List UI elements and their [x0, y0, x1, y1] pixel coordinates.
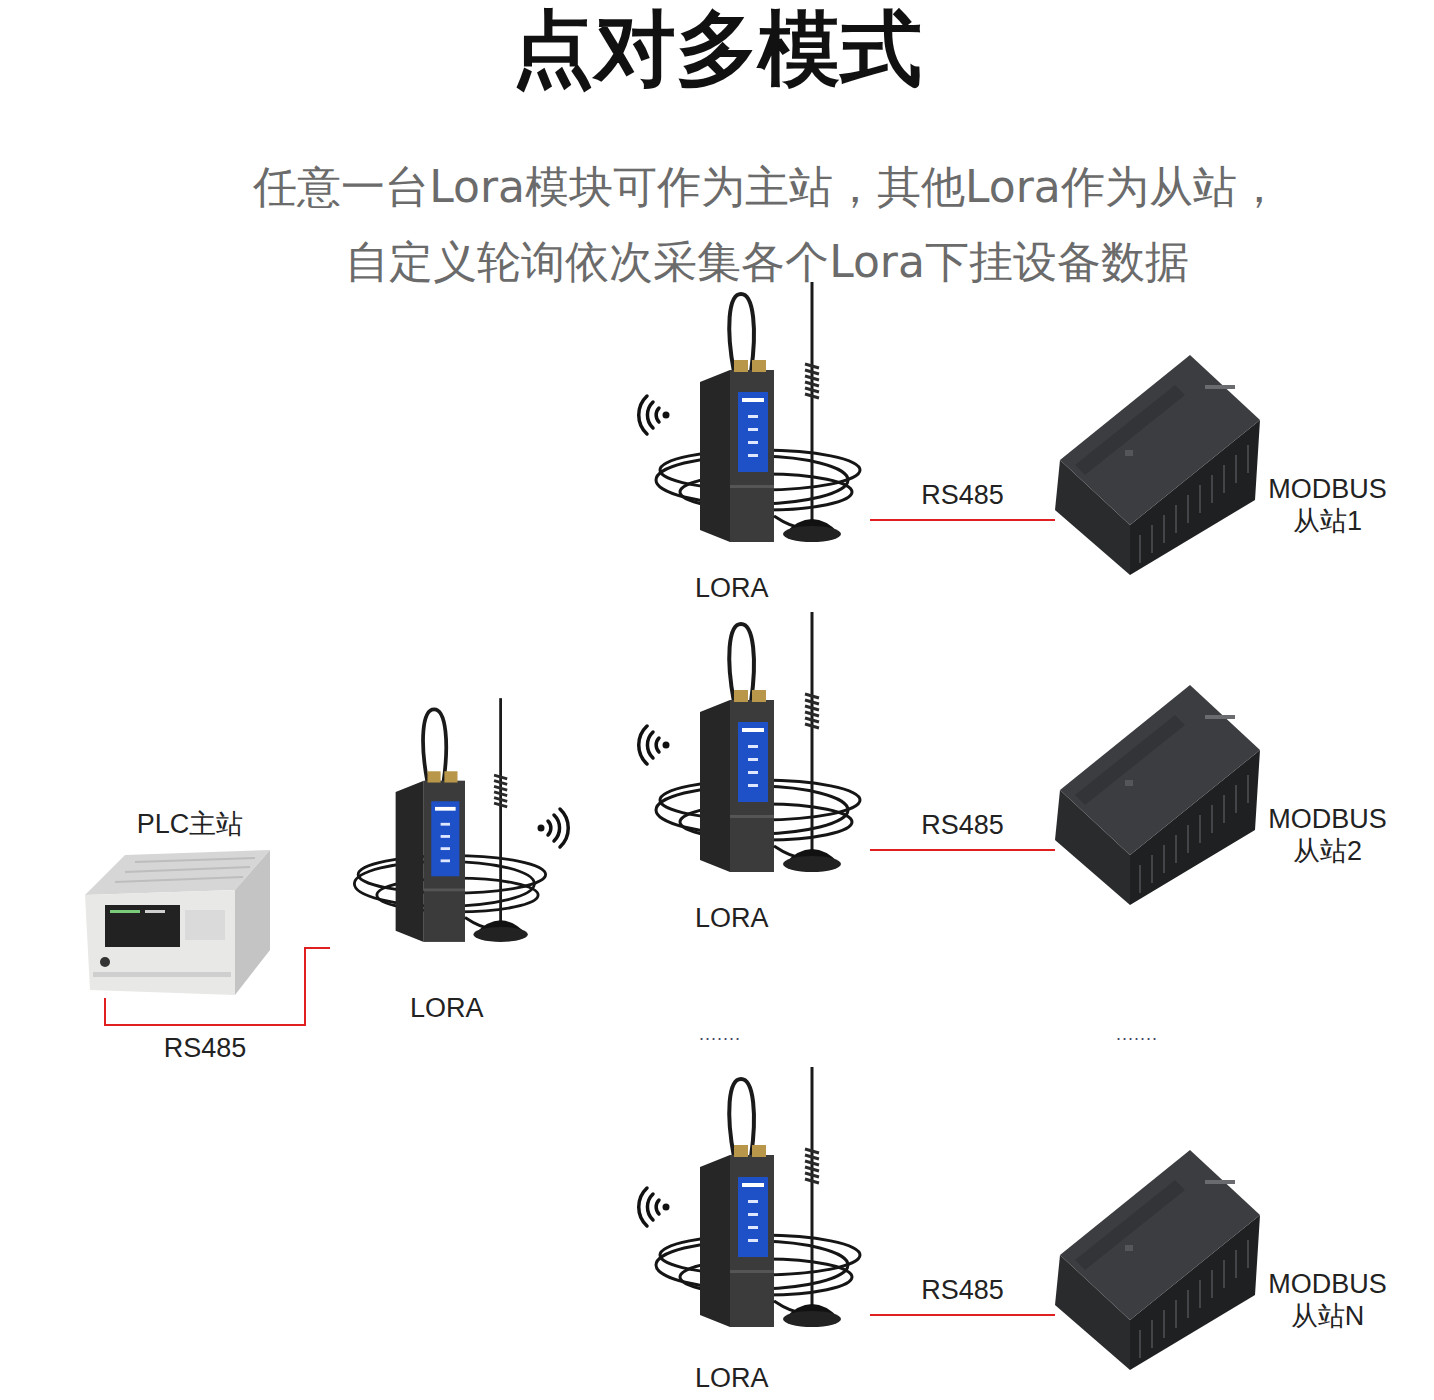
ellipsis-box: .......: [699, 1024, 741, 1045]
lora-module: [656, 282, 860, 542]
lora-slave: LORA: [630, 610, 870, 934]
lora-master: LORA: [330, 685, 555, 1024]
device-label: LORA: [695, 902, 865, 934]
edge-label-box: RS485: [164, 1033, 247, 1064]
modbus-slave: MODBUS 从站2: [1055, 685, 1395, 905]
modbus-device: [1055, 685, 1260, 905]
rs485-wire: [105, 948, 330, 1025]
device-label: LORA: [695, 1362, 865, 1394]
plc-master: PLC主站: [80, 808, 275, 998]
device-label: PLC主站: [105, 808, 275, 840]
wireless-symbol: [639, 726, 670, 764]
ellipsis-mark: .......: [1116, 1024, 1158, 1044]
modbus-slave: MODBUS 从站N: [1055, 1150, 1395, 1370]
modbus-device: [1055, 355, 1260, 575]
modbus-slave: MODBUS 从站1: [1055, 355, 1395, 575]
device-label: MODBUS 从站2: [1265, 803, 1390, 868]
plc-master-device: [85, 850, 270, 995]
ellipsis-box: .......: [1116, 1024, 1158, 1045]
device-label: MODBUS 从站N: [1265, 1268, 1390, 1333]
lora-slave: LORA: [630, 280, 870, 604]
modbus-device: [1055, 1150, 1260, 1370]
edge-label-box: RS485: [921, 480, 1004, 511]
device-label: LORA: [695, 572, 865, 604]
edge-label-box: RS485: [921, 810, 1004, 841]
signal-name: RS485: [921, 810, 1004, 840]
lora-module: [354, 698, 545, 942]
ellipsis-mark: .......: [699, 1024, 741, 1044]
diagram-title: 点对多模式: [0, 2, 1434, 96]
signal-name: RS485: [164, 1033, 247, 1063]
wireless-symbol: [639, 396, 670, 434]
edge-label-box: RS485: [921, 1275, 1004, 1306]
signal-name: RS485: [921, 1275, 1004, 1305]
lora-module: [656, 1067, 860, 1327]
device-label: MODBUS 从站1: [1265, 473, 1390, 538]
lora-module: [656, 612, 860, 872]
rs485-wire: [870, 849, 1055, 851]
device-label: LORA: [410, 992, 550, 1024]
signal-name: RS485: [921, 480, 1004, 510]
rs485-wire: [870, 519, 1055, 521]
diagram-caption: 任意一台Lora模块可作为主站，其他Lora作为从站， 自定义轮询依次采集各个L…: [247, 150, 1287, 300]
lora-slave: LORA: [630, 1065, 870, 1394]
wireless-symbol: [639, 1188, 670, 1226]
wireless-symbol: [538, 809, 569, 847]
rs485-wire: [870, 1314, 1055, 1316]
